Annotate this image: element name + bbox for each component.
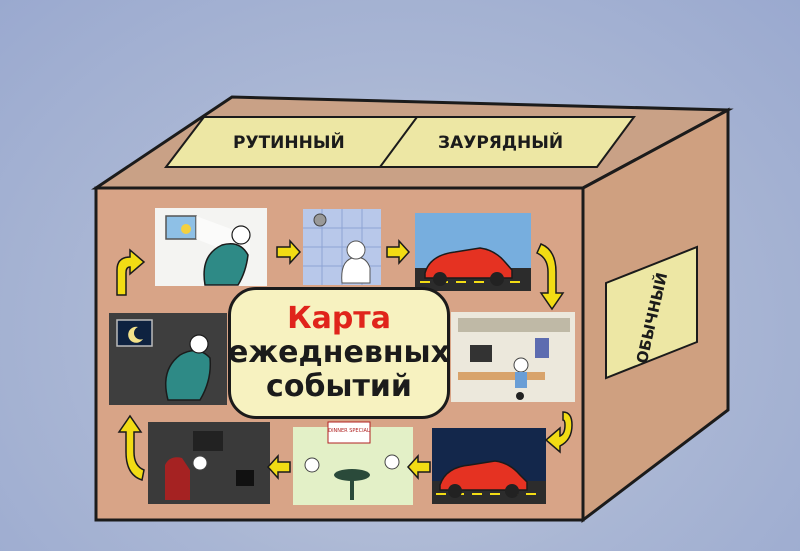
scene-sleep [109,313,227,405]
scene-shower [303,209,381,285]
center-title-line-3: событий [266,369,412,404]
scene-wake-up [155,208,267,286]
scene-office-work [451,312,575,402]
label-ordinary-plate [378,116,636,168]
arrow-tv-to-sleep [117,414,145,481]
arrow-dinner-to-tv [266,454,291,480]
arrow-office-to-drive-home [544,411,573,454]
arrow-drive-home-to-dinner [406,454,431,480]
center-title-line-2: ежедневных [227,335,451,370]
label-ordinary: ЗАУРЯДНЫЙ [438,133,564,153]
arrow-shower-to-car [386,239,411,265]
scene-drive-to-work [415,213,531,291]
label-usual-plate [605,245,698,380]
arrow-sleep-to-wake [116,248,146,296]
arrow-car-to-office [536,243,565,311]
label-routine: РУТИННЫЙ [233,133,345,153]
center-title-line-1: Карта [287,301,391,336]
scene-watch-tv [148,422,270,504]
arrow-wake-to-shower [276,239,302,265]
scene-drive-home [432,428,546,504]
dinner-special-sign: DINNER SPECIAL [328,428,370,434]
scene-dinner: DINNER SPECIAL [293,421,413,505]
center-title-box: Карта ежедневных событий [228,287,450,419]
